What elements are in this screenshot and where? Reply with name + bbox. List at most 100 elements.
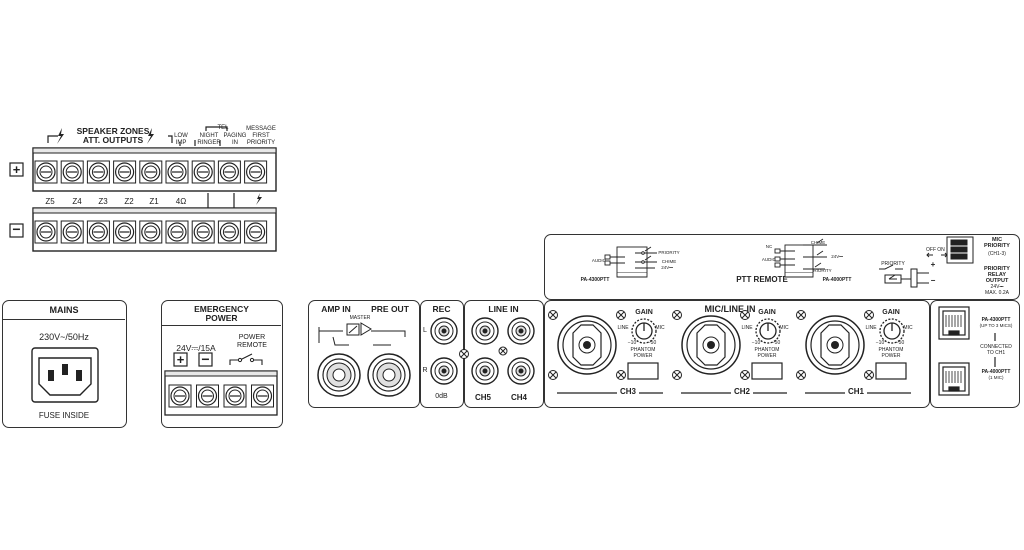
ptt-priority-label-b: PRIORITY [810, 268, 832, 273]
priority-relay-rating: 24V⎓MAX. 0.2A [985, 284, 1009, 296]
line-label-ch3: LINE [617, 325, 629, 331]
rec-level-label: 0dB [435, 393, 448, 400]
off-label: OFF [926, 247, 936, 253]
amp-in-label: AMP IN [321, 304, 351, 314]
tel-label: TEL [217, 125, 229, 131]
ptt-remote-panel: PTT REMOTE PA-4300PTT PA-4000PTT AUDIO P… [544, 234, 1020, 300]
lightning-icon-left [57, 128, 64, 144]
mic-priority-channels: (CH1-3) [988, 251, 1006, 257]
mic-label-ch1: MIC [903, 325, 913, 331]
ptt-model-a-label: PA-4300PTT [580, 277, 610, 283]
rj45-bottom-model: PA-4000PTT [981, 369, 1011, 375]
line-label-ch1: LINE [865, 325, 877, 331]
power-title: POWER [205, 313, 238, 323]
emergency-title: EMERGENCY [194, 304, 249, 314]
rj45-ports-drawing [938, 306, 996, 396]
zone-label-z5: Z5 [45, 197, 55, 206]
line-label-ch2: LINE [741, 325, 753, 331]
att-outputs-label: ATT. OUTPUTS [82, 135, 144, 145]
zone-label-z3: Z3 [98, 197, 108, 206]
lightning-icon-small [256, 193, 262, 205]
mains-voltage: 230V~/50Hz [39, 332, 89, 342]
zone-label-z4: Z4 [72, 197, 82, 206]
iec-power-inlet-icon[interactable] [30, 346, 100, 404]
rj45-bottom-note: (1 MIC) [988, 375, 1004, 380]
max-label-ch2: −50 [771, 340, 781, 346]
amp-preout-panel: AMP IN PRE OUT MASTER [308, 300, 420, 408]
rj45-top-note: (UP TO 3 MICS) [979, 323, 1013, 328]
minus-sign: − [12, 221, 20, 237]
ptt-remote-title: PTT REMOTE [736, 275, 788, 284]
ch5-label: CH5 [474, 393, 491, 402]
ch1-label: CH1 [845, 387, 867, 396]
plus-sign: + [13, 162, 21, 177]
screw-icon [459, 349, 469, 359]
ch2-label: CH2 [731, 387, 753, 396]
ptt-priority-label-a: PRIORITY [658, 250, 680, 255]
ptt-24v-label-b: 24V⎓ [831, 254, 843, 259]
emergency-rating: 24V⎓/15A [176, 343, 216, 353]
line-in-rca-jacks [471, 317, 535, 385]
lightning-icon-right [147, 128, 154, 144]
ch3-label: CH3 [617, 387, 639, 396]
max-label-ch1: −50 [895, 340, 905, 346]
gain-label-ch2: GAIN [758, 309, 776, 316]
emergency-terminal-drawing: + − [164, 351, 278, 416]
ptt-audio-label-b: AUDIO [761, 257, 777, 262]
ptt-remote-drawing [604, 236, 974, 288]
mic-line-in-panel: MIC/LINE IN CH3 CH2 CH1 GAIN GAIN GAIN L… [544, 300, 930, 408]
svg-text:−: − [201, 351, 209, 367]
fuse-inside-label: FUSE INSIDE [38, 411, 90, 420]
master-label: MASTER [349, 315, 371, 321]
priority-switch-label: PRIORITY [881, 261, 905, 267]
line-in-title: LINE IN [488, 304, 519, 314]
mic-line-drawing [548, 310, 911, 394]
zone-label-z2: Z2 [124, 197, 134, 206]
gain-label-ch3: GAIN [635, 309, 653, 316]
ptt-model-b-label: PA-4000PTT [822, 277, 852, 283]
ptt-24v-label-a: 24V⎓ [661, 265, 673, 270]
rj45-top-model: PA-4300PTT [981, 317, 1011, 323]
rec-rca-jacks [430, 317, 458, 385]
max-label-ch3: −50 [647, 340, 657, 346]
amp-drawing [317, 322, 411, 397]
relay-plus-label: + [930, 260, 936, 269]
ch4-label: CH4 [510, 393, 527, 402]
mic-label-ch3: MIC [655, 325, 665, 331]
terminal-block-drawing: + − [9, 126, 277, 252]
line-in-panel: LINE IN CH5 CH4 [464, 300, 544, 408]
ptt-audio-label-a: AUDIO [591, 258, 607, 263]
ptt-chime-label-a: CHIME [661, 259, 677, 264]
pre-out-label: PRE OUT [371, 304, 409, 314]
mains-panel: MAINS 230V~/50Hz FUSE INSIDE [2, 300, 127, 428]
zone-label-z1: Z1 [149, 197, 159, 206]
min-label-ch1: −10 [875, 340, 885, 346]
rec-left-label: L [423, 327, 427, 334]
on-label: ON [937, 247, 945, 253]
speaker-zones-label: SPEAKER ZONES [76, 126, 150, 136]
mains-title: MAINS [49, 305, 79, 315]
ptt-nc-label: NC [765, 244, 773, 249]
rec-title: REC [432, 304, 451, 314]
gain-label-ch1: GAIN [882, 309, 900, 316]
zone-label-4ohm: 4Ω [175, 197, 187, 206]
mic-label-ch2: MIC [779, 325, 789, 331]
rec-panel: REC L R 0dB [420, 300, 464, 408]
svg-text:+: + [177, 352, 185, 367]
min-label-ch2: −10 [751, 340, 761, 346]
relay-minus-label: − [930, 276, 936, 285]
mic-line-in-title: MIC/LINE IN [704, 304, 756, 314]
